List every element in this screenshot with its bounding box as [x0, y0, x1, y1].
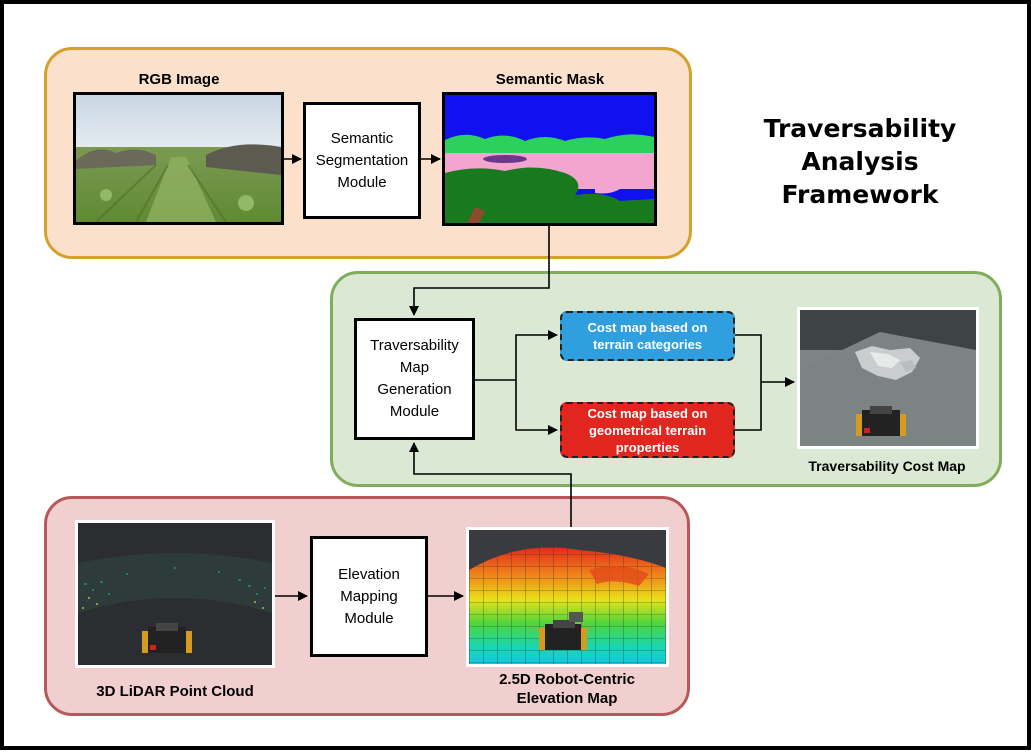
- framework-title: Traversability Analysis Framework: [763, 114, 957, 209]
- semantic-mask-label: Semantic Mask: [495, 71, 605, 88]
- lidar-point-cloud-label: 3D LiDAR Point Cloud: [96, 683, 254, 700]
- elevation-map-label: 2.5D Robot-Centric Elevation Map: [499, 671, 635, 707]
- semantic-mask-image: [442, 92, 657, 226]
- lidar-point-cloud-image: [75, 520, 275, 668]
- elevation-map-image: [466, 527, 669, 667]
- rgb-image-label: RGB Image: [138, 71, 220, 88]
- robot-icon: [856, 406, 906, 436]
- traversability-cost-map-label: Traversability Cost Map: [808, 458, 966, 474]
- traversability-cost-map-image: [797, 307, 979, 449]
- robot-icon: [142, 623, 192, 653]
- traversability-map-generation-module: Traversability Map Generation Module: [354, 318, 475, 440]
- elevation-mapping-module: Elevation Mapping Module: [310, 536, 428, 657]
- robot-icon: [539, 612, 587, 650]
- semantic-segmentation-module: Semantic Segmentation Module: [303, 102, 421, 219]
- terrain-category-cost-map: Cost map based on terrain categories: [560, 311, 735, 361]
- rgb-image: [73, 92, 284, 225]
- geometric-terrain-cost-map: Cost map based on geometrical terrain pr…: [560, 402, 735, 458]
